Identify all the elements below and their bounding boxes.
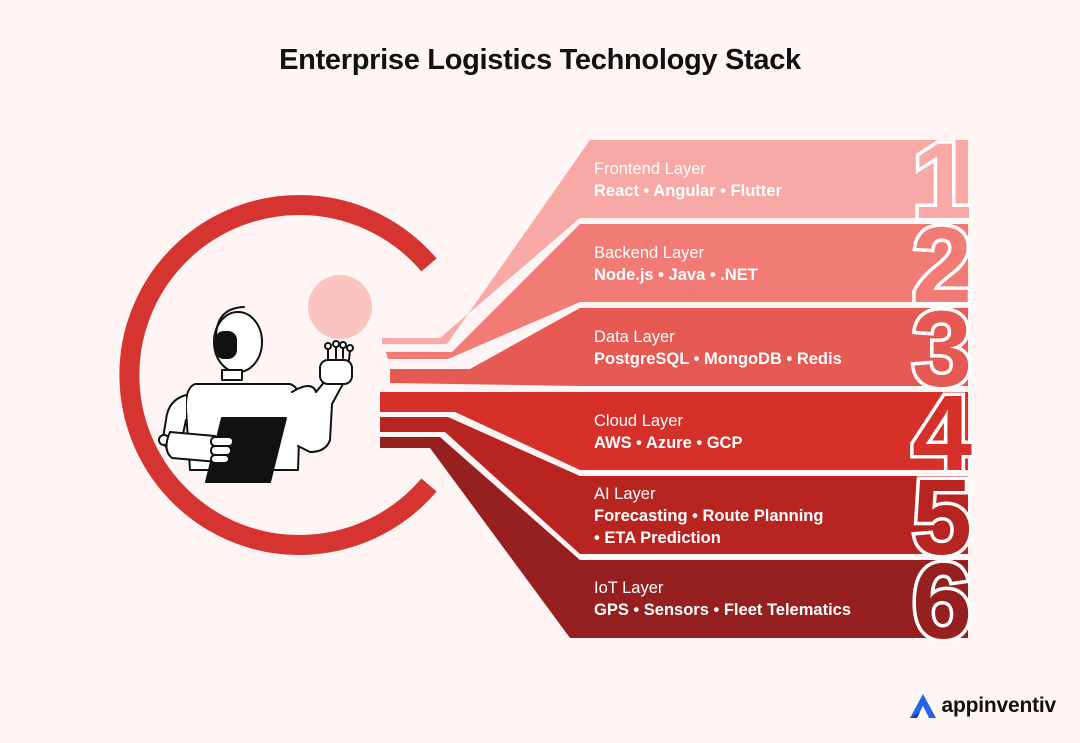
layer-name: IoT Layer (594, 579, 664, 597)
layer-name: Backend Layer (594, 244, 705, 262)
layer-number-1: 1 (908, 117, 975, 245)
layer-tech: AWS • Azure • GCP (594, 434, 743, 452)
svg-text:2: 2 (912, 204, 972, 325)
layer-number-3: 3 (908, 285, 975, 413)
layer-band-3 (390, 308, 968, 386)
layer-band-2 (386, 224, 968, 359)
layer-number-5: 5 (908, 453, 975, 581)
layer-name: Data Layer (594, 328, 675, 346)
layer-band-1 (382, 140, 968, 344)
svg-text:4: 4 (912, 372, 972, 493)
svg-text:5: 5 (912, 456, 972, 577)
svg-text:3: 3 (912, 288, 972, 409)
layer-text-5: AI Layer Forecasting • Route Planning • … (594, 483, 894, 549)
layer-text-4: Cloud Layer AWS • Azure • GCP (594, 410, 894, 454)
robot-illustration (158, 275, 372, 483)
layer-text-3: Data Layer PostgreSQL • MongoDB • Redis (594, 326, 894, 370)
layer-tech: GPS • Sensors • Fleet Telematics (594, 601, 852, 619)
layer-number-4: 4 (908, 369, 975, 497)
layer-number-6: 6 (908, 537, 975, 665)
layer-text-1: Frontend Layer React • Angular • Flutter (594, 158, 894, 202)
layer-tech: Node.js • Java • .NET (594, 266, 758, 284)
layer-tech: PostgreSQL • MongoDB • Redis (594, 350, 842, 368)
brand-name: appinventiv (941, 694, 1057, 717)
brand-mark-icon (909, 694, 936, 718)
layer-text-6: IoT Layer GPS • Sensors • Fleet Telemati… (594, 577, 894, 621)
layer-band-4 (380, 392, 968, 470)
pink-orb (308, 275, 372, 339)
layer-band-6 (380, 437, 968, 638)
layer-name: Cloud Layer (594, 412, 683, 430)
layer-number-2: 2 (908, 201, 975, 329)
page-title: Enterprise Logistics Technology Stack (279, 44, 801, 76)
layer-tech: React • Angular • Flutter (594, 182, 782, 200)
brand-logo: appinventiv (908, 693, 1057, 719)
ring-arc (119, 195, 437, 555)
layer-band-5 (380, 417, 968, 554)
layer-name: Frontend Layer (594, 160, 706, 178)
layer-text-2: Backend Layer Node.js • Java • .NET (594, 242, 894, 286)
svg-text:1: 1 (912, 120, 972, 241)
svg-text:6: 6 (912, 540, 972, 661)
layer-name: AI Layer (594, 485, 656, 503)
layer-tech: Forecasting • Route Planning • ETA Predi… (594, 507, 824, 547)
